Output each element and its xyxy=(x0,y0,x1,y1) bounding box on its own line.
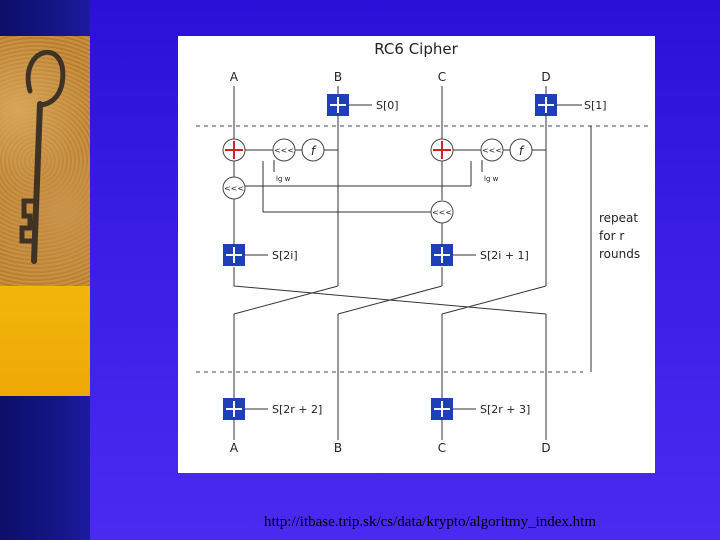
svg-text:<<<: <<< xyxy=(432,208,452,217)
svg-text:f: f xyxy=(519,144,525,158)
lgw-label-left: lg w xyxy=(276,175,291,183)
output-a-label: A xyxy=(230,441,239,455)
accent-band xyxy=(0,286,90,396)
adder-s1 xyxy=(535,94,557,116)
rotate-a: <<< xyxy=(222,176,246,200)
rotate-lgw-right: <<< xyxy=(480,138,504,162)
svg-text:<<<: <<< xyxy=(482,146,502,155)
svg-text:<<<: <<< xyxy=(224,184,244,193)
xor-c xyxy=(430,138,454,162)
xor-a xyxy=(222,138,246,162)
key-photo xyxy=(0,36,90,286)
adder-s2i xyxy=(223,244,245,266)
repeat-label-1: repeat xyxy=(599,211,638,225)
diagram-title: RC6 Cipher xyxy=(374,40,458,58)
output-c-label: C xyxy=(438,441,446,455)
svg-text:<<<: <<< xyxy=(274,146,294,155)
adder-s2i1 xyxy=(431,244,453,266)
adder-s2r2 xyxy=(223,398,245,420)
source-url: http://itbase.trip.sk/cs/data/krypto/alg… xyxy=(263,514,597,530)
rotate-lgw-left: <<< xyxy=(272,138,296,162)
repeat-label-3: rounds xyxy=(599,247,640,261)
input-b-label: B xyxy=(334,70,342,84)
key-label-s0: S[0] xyxy=(376,99,399,112)
rc6-diagram: RC6 Cipher A B C D xyxy=(178,36,655,473)
key-label-s2i1: S[2i + 1] xyxy=(480,249,529,262)
f-function-left: f xyxy=(301,138,325,162)
repeat-label-2: for r xyxy=(599,229,624,243)
key-label-s2r2: S[2r + 2] xyxy=(272,403,322,416)
key-label-s2r3: S[2r + 3] xyxy=(480,403,530,416)
input-c-label: C xyxy=(438,70,446,84)
rc6-diagram-svg: RC6 Cipher A B C D xyxy=(196,40,648,455)
adder-s2r3 xyxy=(431,398,453,420)
output-b-label: B xyxy=(334,441,342,455)
rotate-c: <<< xyxy=(430,200,454,224)
key-label-s1: S[1] xyxy=(584,99,607,112)
input-d-label: D xyxy=(541,70,550,84)
input-a-label: A xyxy=(230,70,239,84)
output-d-label: D xyxy=(541,441,550,455)
lgw-label-right: lg w xyxy=(484,175,499,183)
key-label-s2i: S[2i] xyxy=(272,249,298,262)
adder-s0 xyxy=(327,94,349,116)
f-function-right: f xyxy=(509,138,533,162)
wire-group xyxy=(233,86,582,440)
key-icon xyxy=(19,49,66,264)
svg-text:f: f xyxy=(311,144,317,158)
